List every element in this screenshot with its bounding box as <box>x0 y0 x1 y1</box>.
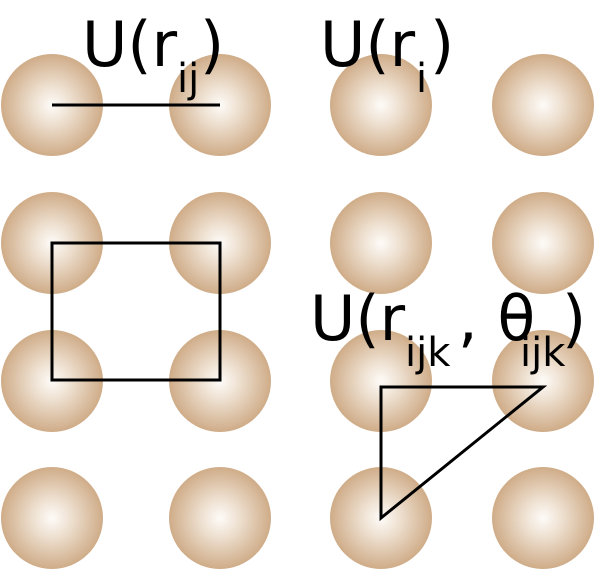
triplet-potential-label: U(rijk, θijk) <box>310 282 586 376</box>
pair-label-subscript: ij <box>177 56 199 102</box>
atom-sphere <box>330 330 432 432</box>
triplet-label-suffix: ) <box>562 282 586 355</box>
single-label-suffix: ) <box>430 8 454 81</box>
triplet-label-subscript-theta: ijk <box>520 330 566 376</box>
square-cluster-outline <box>50 241 222 382</box>
triplet-triangle-outline <box>379 385 548 522</box>
atom-sphere <box>492 54 594 156</box>
atom-sphere <box>330 54 432 156</box>
pair-label-prefix: U(r <box>82 8 178 81</box>
single-label-prefix: U(r <box>320 8 416 81</box>
pair-potential-label: U(rij) <box>82 8 224 102</box>
triplet-label-middle: , θ <box>458 282 535 355</box>
atom-sphere <box>169 467 271 569</box>
atom-sphere <box>1 467 103 569</box>
atom-sphere <box>330 192 432 294</box>
atom-sphere <box>492 192 594 294</box>
atom-sphere <box>492 467 594 569</box>
triplet-label-subscript-r: ijk <box>405 330 451 376</box>
single-potential-label: U(ri) <box>320 8 454 102</box>
pair-label-suffix: ) <box>200 8 224 81</box>
triplet-label-prefix: U(r <box>310 282 406 355</box>
single-label-subscript: i <box>416 56 427 102</box>
